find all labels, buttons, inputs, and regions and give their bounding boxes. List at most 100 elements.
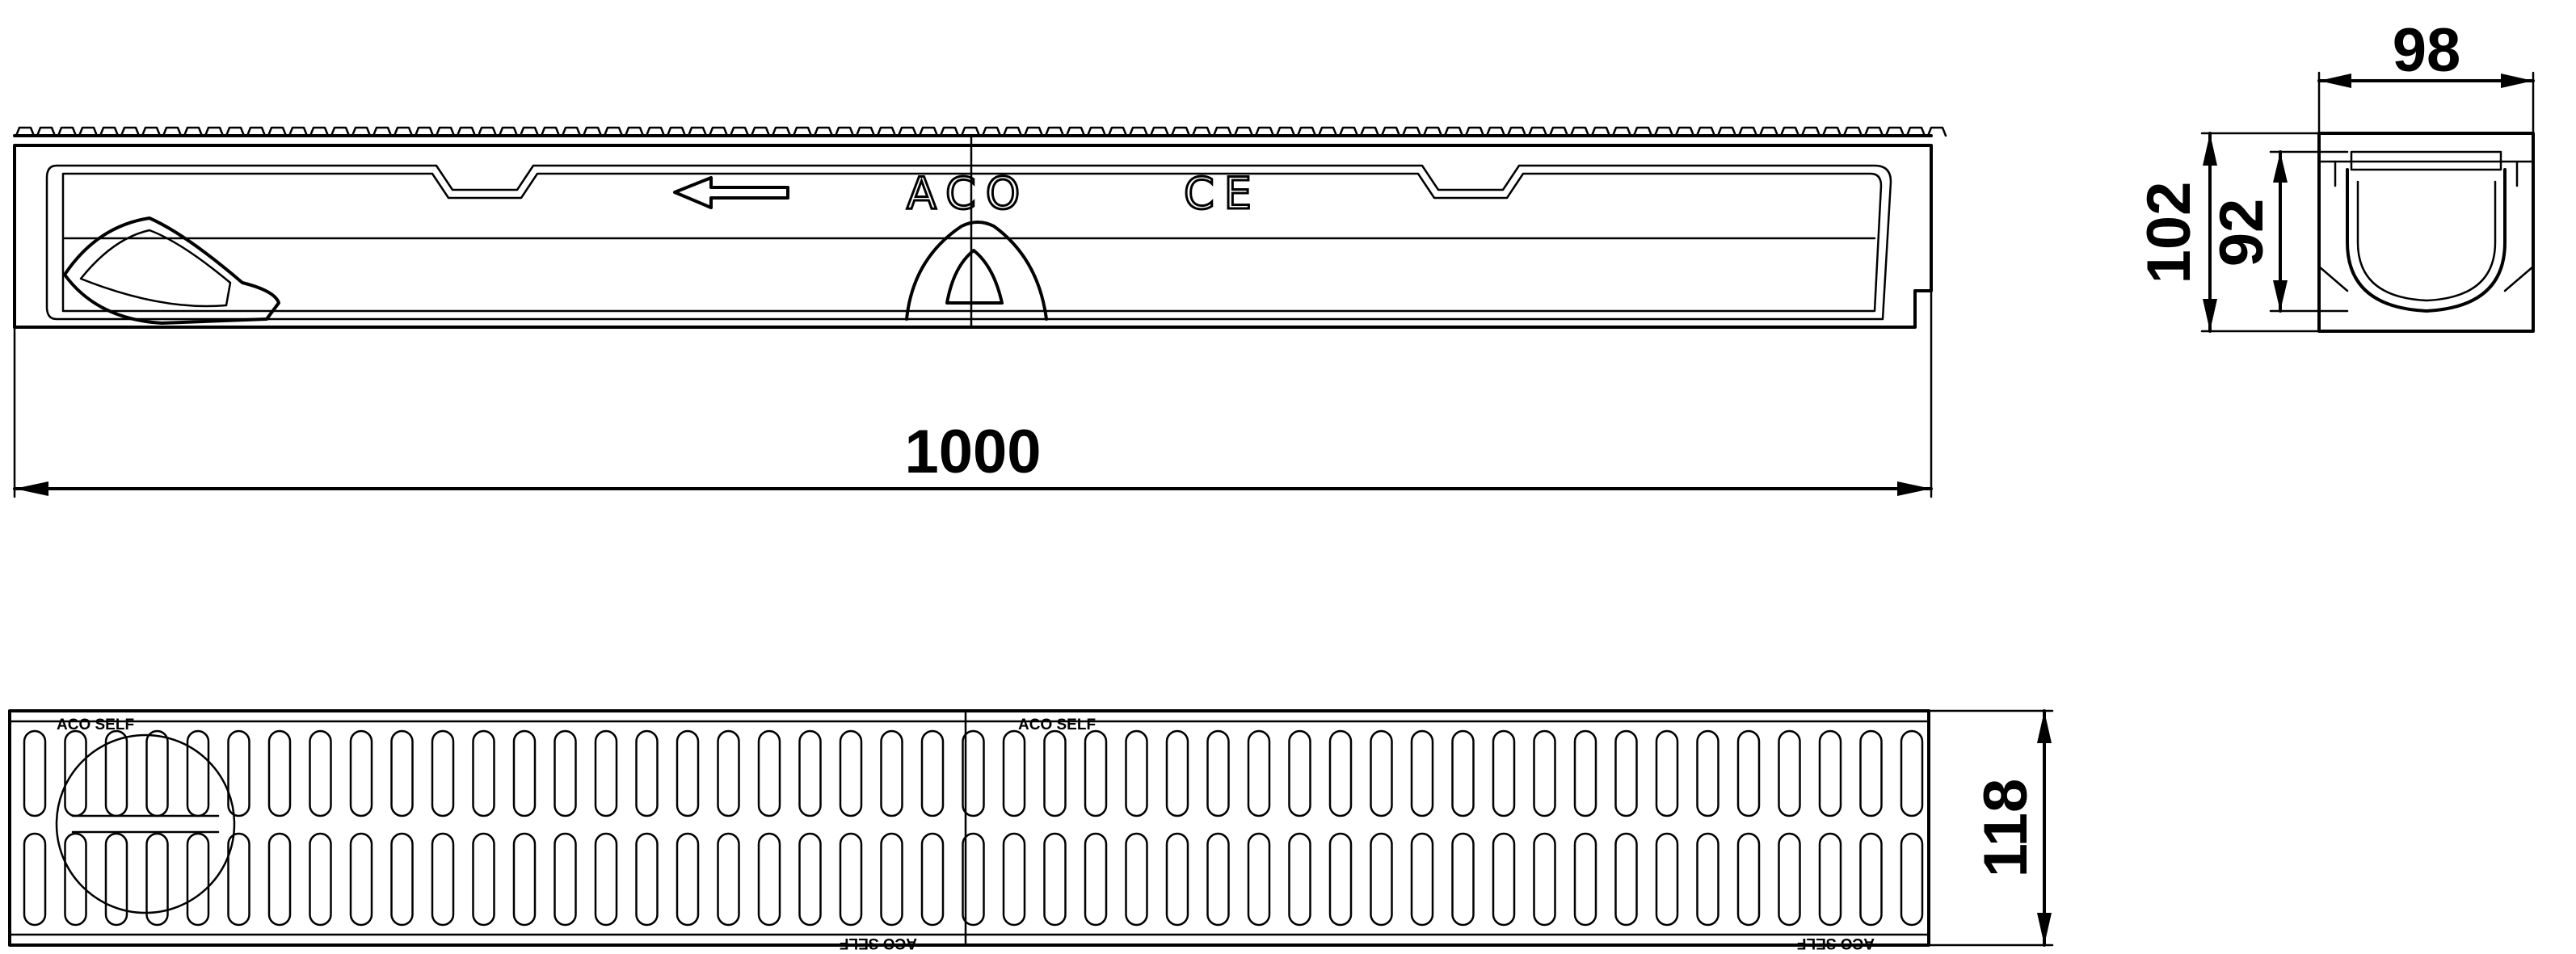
grate-slot [1696, 729, 1719, 817]
grate-label-top-left: ACO SELF [57, 717, 134, 733]
grate-slot [186, 832, 210, 927]
grate-slot [1043, 832, 1067, 927]
end-detail [55, 733, 236, 914]
grate-slot [717, 832, 740, 927]
grate-slot [1696, 832, 1719, 927]
grate-slot [1125, 729, 1148, 817]
height-inner-label: 92 [2208, 199, 2276, 267]
length-label: 1000 [904, 418, 1041, 486]
grate-slot [1410, 832, 1434, 927]
grate-slot [1002, 832, 1026, 927]
grate-slot [1410, 729, 1434, 817]
centre-lug-hole [945, 249, 1004, 305]
inner-panel [45, 164, 1892, 321]
grate-slot [920, 729, 945, 817]
grate-slot [309, 832, 332, 927]
grate-slot [554, 832, 577, 927]
grate-slot [717, 729, 740, 817]
grate-slots [23, 729, 1924, 927]
grate-slot [431, 729, 455, 817]
channel-cross-section [2317, 132, 2535, 333]
grate-slot [1043, 729, 1067, 817]
grate-slot [594, 729, 618, 817]
grate-slot [1492, 832, 1516, 927]
grate-slot [1573, 832, 1597, 927]
grate-slot [757, 729, 781, 817]
grate-slot [1451, 729, 1475, 817]
grate-slot [1818, 832, 1842, 927]
grate-slot [64, 832, 87, 927]
grate-slot [23, 832, 47, 927]
grate-slot [349, 729, 373, 817]
length-dimension: 1000 [13, 289, 1933, 498]
grate-slot [839, 729, 863, 817]
grate-slot [635, 729, 659, 817]
grate-slot [1451, 832, 1475, 927]
grate-slot [1206, 729, 1230, 817]
grate-slot [145, 729, 169, 817]
grate-slot [1084, 832, 1108, 927]
grate-slot [1165, 832, 1189, 927]
grate-slot [1002, 729, 1026, 817]
arrow-left-icon [673, 176, 789, 209]
grate-slot [1125, 832, 1148, 927]
grate-slot [1247, 832, 1271, 927]
grate-slot [472, 832, 495, 927]
grate-slot [1247, 729, 1271, 817]
grate-serration [15, 126, 1947, 137]
grate-slot [1614, 832, 1638, 927]
centre-lifting-lug [905, 221, 1048, 321]
grate-slot [635, 832, 659, 927]
grate-slot [1328, 832, 1353, 927]
grate-slot [309, 729, 332, 817]
grate-slot [1859, 832, 1883, 927]
grate-slot [676, 729, 700, 817]
grate-slot [554, 729, 577, 817]
grate-slot [431, 832, 455, 927]
channel-side-view: ACO CE [13, 126, 1947, 329]
grate-slot [104, 832, 128, 927]
grate-slot [267, 729, 292, 817]
grate-slot [1084, 729, 1108, 817]
grate-slot [1900, 832, 1924, 927]
grate-slot [390, 729, 414, 817]
grate-slot [757, 832, 781, 927]
grate-slot [920, 832, 945, 927]
grate-slot [1492, 729, 1516, 817]
grate-slot [472, 729, 495, 817]
grate-slot [227, 832, 250, 927]
grate-slot [1778, 729, 1801, 817]
grate-slot [1288, 729, 1311, 817]
grate-slot [349, 832, 373, 927]
grate-label-top-mid: ACO SELF [1018, 717, 1096, 733]
grate-slot [1533, 729, 1556, 817]
grate-slot [1206, 832, 1230, 927]
grate-slot [1573, 729, 1597, 817]
grate-slot [1614, 729, 1638, 817]
grate-slot [962, 729, 985, 817]
grate-slot [186, 729, 210, 817]
width-dimension: 98 [2317, 16, 2535, 135]
end-connector-left-inner [79, 229, 232, 308]
grate-slot [1370, 729, 1393, 817]
grate-slot [839, 832, 863, 927]
grate-slot [1859, 729, 1883, 817]
grate-slot [267, 832, 292, 927]
grate-slot [512, 832, 537, 927]
grate-slot [880, 832, 903, 927]
grate-slot [798, 832, 822, 927]
grate-slot [1288, 832, 1311, 927]
inner-panel-offset [61, 172, 1883, 313]
grate-slot [227, 729, 250, 817]
grate-slot [962, 832, 985, 927]
grate-slot [1655, 832, 1679, 927]
grate-label-bottom-left: ACO SELF [840, 935, 917, 952]
grate-slot [1655, 729, 1679, 817]
width-label: 98 [2393, 16, 2461, 85]
grate-slot [1370, 832, 1393, 927]
grate-slot [512, 729, 537, 817]
grate-slot [1818, 729, 1842, 817]
grate-slot [880, 729, 903, 817]
grate-slot [676, 832, 700, 927]
